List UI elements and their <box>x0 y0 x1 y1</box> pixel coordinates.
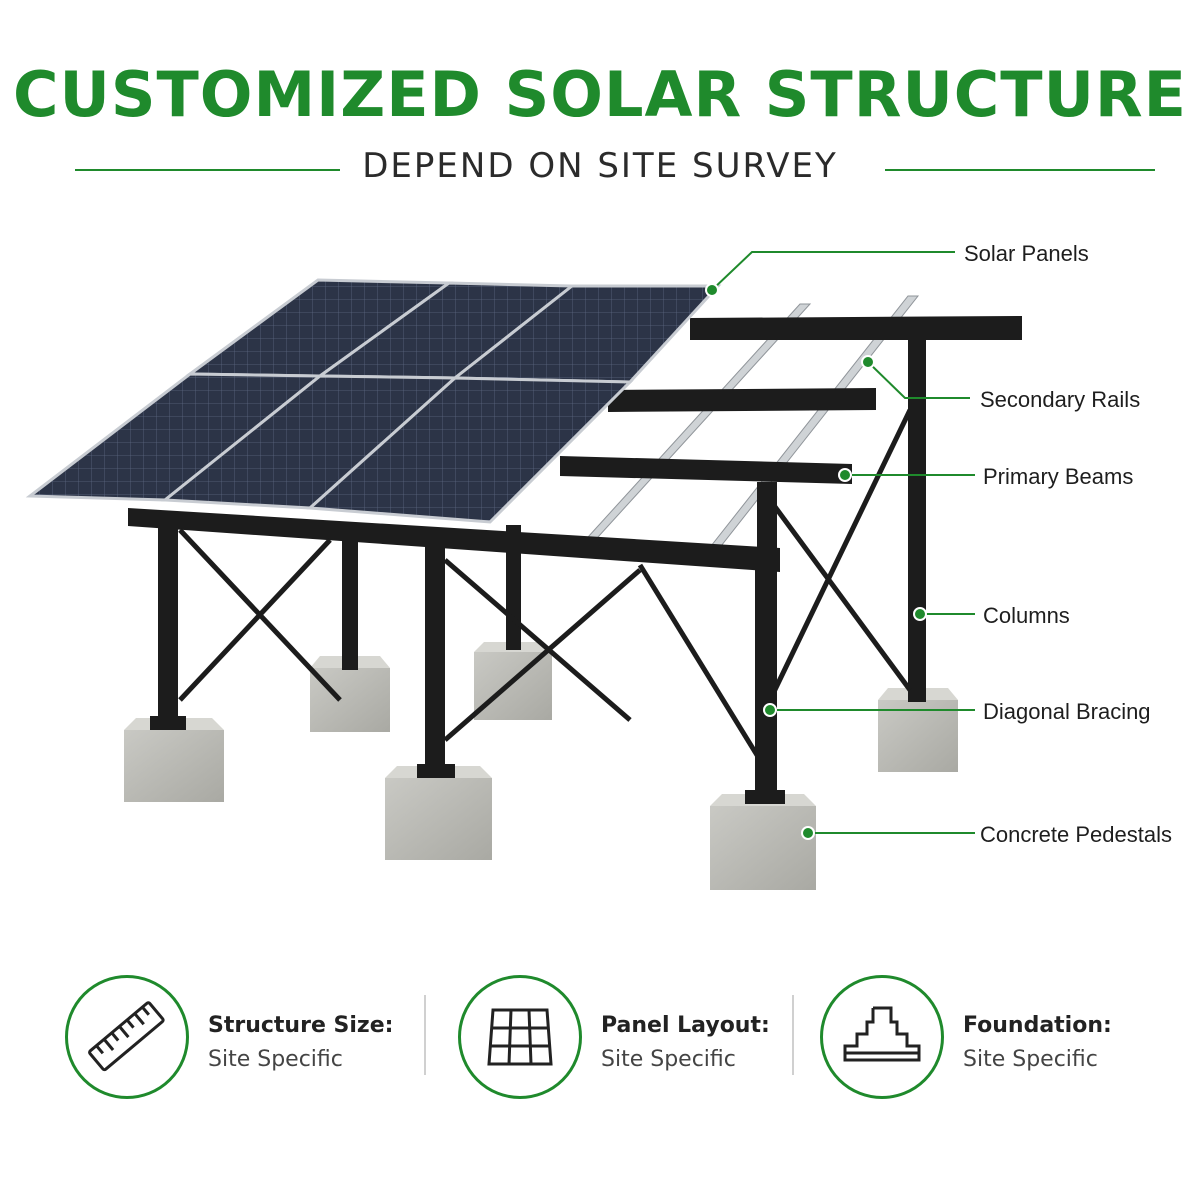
feature-value: Site Specific <box>601 1047 736 1072</box>
callout-leaders <box>711 251 975 834</box>
ruler-icon <box>88 1001 165 1072</box>
solar-panel-array <box>25 278 722 524</box>
primary-beam <box>128 316 1022 572</box>
feature-icon-ring <box>458 975 582 1099</box>
feature-icon-ring <box>820 975 944 1099</box>
feature-value: Site Specific <box>208 1047 343 1072</box>
feature-title: Foundation: <box>963 1013 1112 1038</box>
concrete-pedestal <box>878 688 958 772</box>
page-subtitle: DEPEND ON SITE SURVEY <box>362 146 838 186</box>
solar-structure-illustration <box>25 251 1022 890</box>
feature-divider <box>792 995 794 1075</box>
concrete-pedestal <box>124 716 224 802</box>
callout-concrete-pedestals: Concrete Pedestals <box>980 822 1172 847</box>
callout-diagonal-bracing: Diagonal Bracing <box>983 699 1151 724</box>
subtitle-row: DEPEND ON SITE SURVEY <box>0 146 1200 196</box>
foundation-icon <box>843 1006 921 1062</box>
subtitle-rule-left <box>75 169 340 171</box>
callout-primary-beams: Primary Beams <box>983 464 1134 489</box>
callout-secondary-rails: Secondary Rails <box>980 387 1141 412</box>
feature-title: Panel Layout: <box>601 1013 770 1038</box>
diagonal-bracing <box>178 408 913 762</box>
subtitle-rule-right <box>885 169 1155 171</box>
feature-icon-ring <box>65 975 189 1099</box>
concrete-pedestal <box>710 790 816 890</box>
column <box>158 482 777 805</box>
concrete-pedestal <box>385 764 492 860</box>
feature-title: Structure Size: <box>208 1013 394 1038</box>
callout-columns: Columns <box>983 603 1070 628</box>
feature-divider <box>424 995 426 1075</box>
callout-dots <box>705 283 927 840</box>
panel-grid-icon <box>487 1008 553 1066</box>
page-title: CUSTOMIZED SOLAR STRUCTURE <box>12 58 1188 131</box>
callout-solar-panels: Solar Panels <box>964 241 1089 266</box>
feature-value: Site Specific <box>963 1047 1098 1072</box>
